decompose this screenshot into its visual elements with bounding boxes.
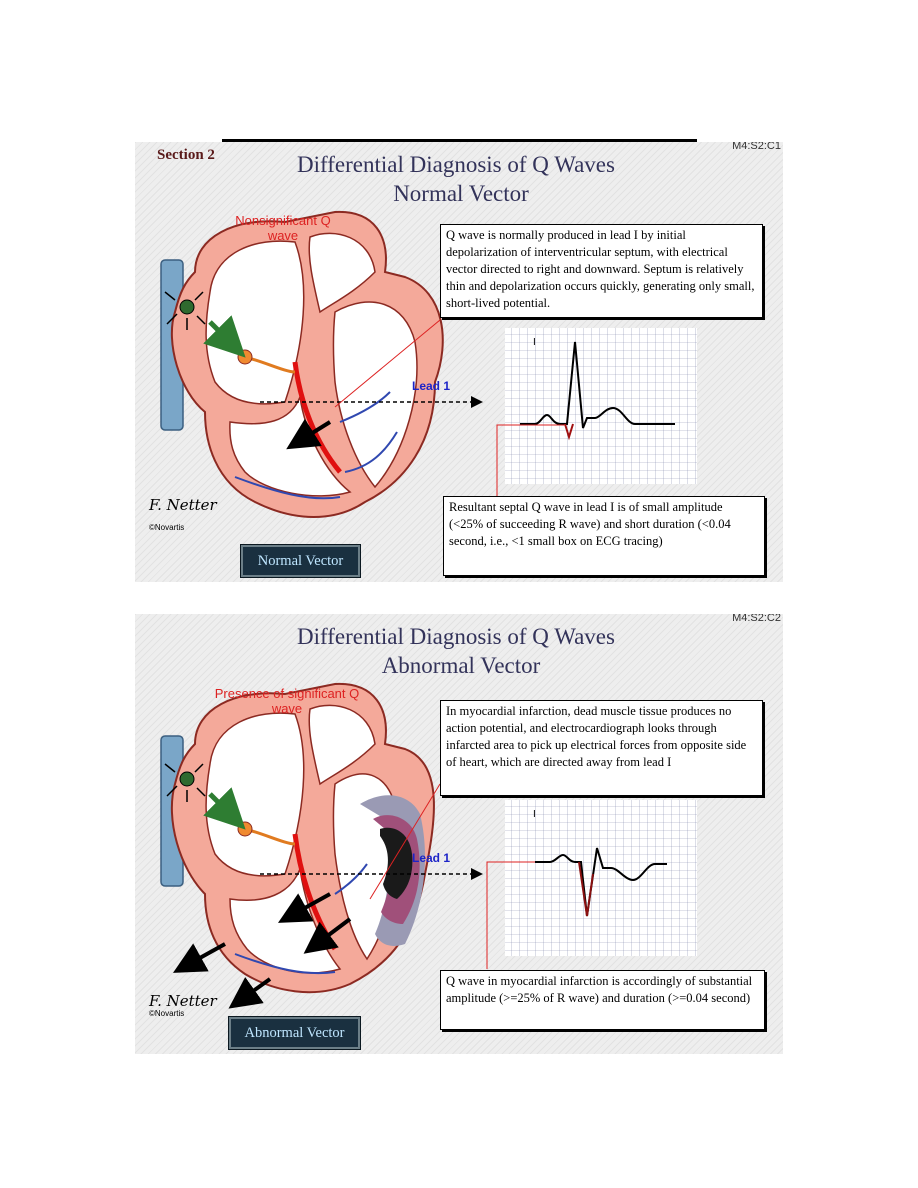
vector-arrow-1	[278, 892, 331, 923]
ecg-lead-label: I	[533, 337, 536, 348]
slide-title: Differential Diagnosis of Q Waves Abnorm…	[135, 622, 783, 680]
pointer-line-bottom	[486, 861, 535, 969]
abnormal-vector-button[interactable]: Abnormal Vector	[229, 1017, 360, 1049]
copyright: ©Novartis	[149, 1009, 184, 1018]
slide-normal-vector: I F. Netter ©Novartis Section 2 M4:S2:C1…	[135, 142, 783, 582]
lead-label: Lead 1	[412, 851, 451, 865]
explanation-box: Q wave is normally produced in lead I by…	[440, 224, 763, 318]
purkinje-fibers	[234, 863, 368, 975]
title-line-2: Normal Vector	[393, 181, 529, 206]
slide-title: Differential Diagnosis of Q Waves Normal…	[135, 150, 783, 208]
title-line-1: Differential Diagnosis of Q Waves	[297, 152, 615, 177]
green-conduction-arrow	[203, 787, 246, 830]
slide-code: M4:S2:C2	[732, 614, 781, 624]
q-wave-note-box: Q wave in myocardial infarction is accor…	[440, 970, 765, 1030]
copyright: ©Novartis	[149, 523, 184, 532]
left-atrium	[308, 232, 376, 314]
left-atrium	[308, 704, 376, 786]
normal-vector-button[interactable]: Normal Vector	[241, 545, 360, 577]
sa-node-rays	[164, 763, 206, 802]
signature: F. Netter	[148, 992, 218, 1010]
av-node	[237, 821, 253, 837]
av-node	[237, 349, 253, 365]
sa-node	[179, 299, 195, 315]
septal-vector-arrow	[286, 418, 332, 450]
vector-arrow-3	[173, 942, 226, 973]
lead-label: Lead 1	[412, 379, 451, 393]
sa-node-rays	[164, 291, 206, 330]
infarct-core	[380, 827, 413, 899]
ecg-lead-label: I	[533, 809, 536, 820]
sa-node	[179, 771, 195, 787]
q-wave-note-box: Resultant septal Q wave in lead I is of …	[443, 496, 765, 576]
vector-arrow-4	[228, 977, 272, 1009]
right-atrium	[205, 240, 305, 405]
ecg-trace	[520, 341, 675, 429]
left-ventricle	[332, 301, 418, 489]
purkinje-fibers	[234, 391, 398, 500]
pointer-line-bottom	[496, 424, 565, 504]
section-label: Section 2	[157, 147, 215, 163]
title-line-2: Abnormal Vector	[381, 653, 541, 678]
slide-abnormal-vector: I F. Netter ©Novartis M4:S2:C2 Different…	[135, 614, 783, 1054]
title-line-1: Differential Diagnosis of Q Waves	[297, 624, 615, 649]
slide2-illustration: I F. Netter ©Novartis	[148, 682, 697, 1018]
signature: F. Netter	[148, 496, 218, 514]
pointer-line-top	[369, 783, 441, 900]
explanation-box: In myocardial infarction, dead muscle ti…	[440, 700, 763, 796]
top-rule	[222, 139, 697, 142]
right-atrium	[205, 712, 305, 877]
green-conduction-arrow	[203, 315, 246, 358]
ecg-q-wave	[564, 423, 574, 441]
q-wave-label: Presence of significant Q wave	[214, 686, 360, 716]
pointer-line-top	[334, 319, 441, 408]
slide1-illustration: I F. Netter ©Novartis	[148, 210, 697, 532]
slide-code: M4:S2:C1	[732, 142, 781, 152]
ecg-q-wave	[578, 861, 594, 917]
vector-arrow-2	[303, 917, 352, 954]
q-wave-label: Nonsignificant Q wave	[235, 213, 331, 243]
